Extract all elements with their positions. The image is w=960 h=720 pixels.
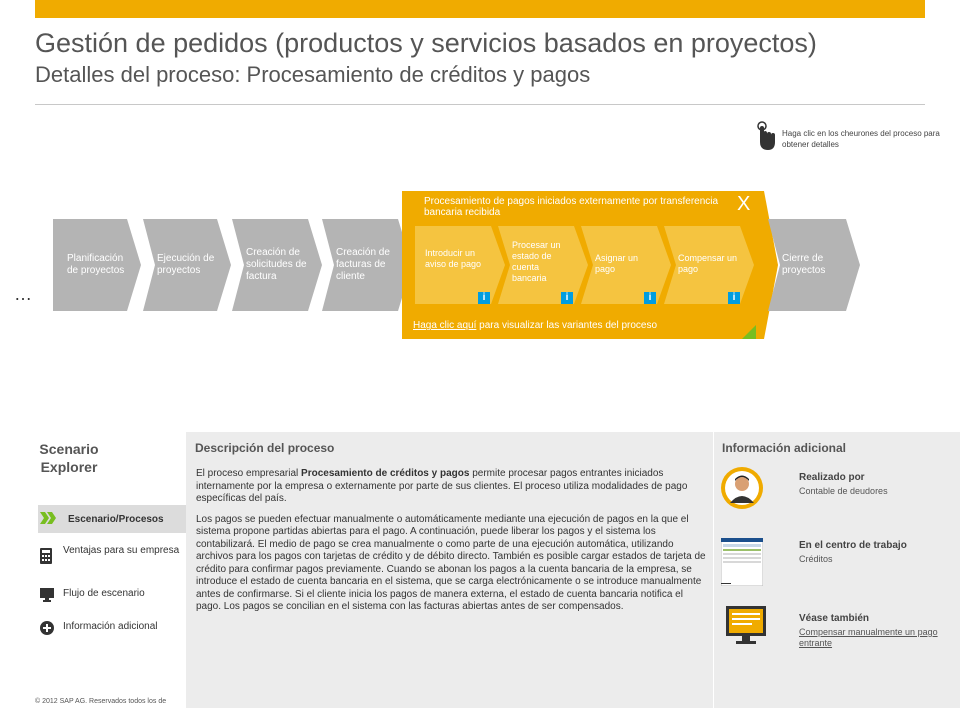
nav-label: Ventajas para su empresa [63,545,180,556]
nav-flujo-escenario[interactable]: Flujo de escenario [38,588,188,604]
nav-ventajas[interactable]: Ventajas para su empresa [38,545,188,573]
more-steps-ellipsis[interactable]: … [14,284,34,304]
work-center-screenshot-icon [721,538,763,586]
substep-asignar-pago[interactable]: Asignar un pago [581,226,671,304]
chevron-cierre[interactable]: Cierre de proyectos [768,219,860,311]
nav-label: Flujo de escenario [63,588,145,599]
expanded-process-title: Procesamiento de pagos iniciados externa… [424,196,719,218]
chevron-label: Ejecución de proyectos [157,253,215,276]
hand-pointer-icon [757,121,775,150]
substep-label: Compensar un pago [678,253,738,274]
description-process-name: Procesamiento de créditos y pagos [301,468,470,479]
top-accent-bar [35,0,925,18]
nav-label: Información adicional [63,621,158,632]
copyright-footer: © 2012 SAP AG. Reservados todos los de [35,698,167,705]
substep-label: Procesar un estado de cuenta bancaria [512,240,561,283]
description-panel [186,432,713,708]
performed-by-label: Realizado por [799,472,865,483]
substep-procesar-estado[interactable]: Procesar un estado de cuenta bancaria [498,226,588,304]
nav-informacion-adicional[interactable]: Información adicional [38,621,188,637]
description-title: Descripción del proceso [195,441,335,455]
plus-circle-icon [40,621,54,635]
page-subtitle: Detalles del proceso: Procesamiento de c… [35,62,591,87]
additional-info-title: Información adicional [722,441,847,455]
info-icon[interactable]: i [728,292,740,304]
nav-label: Escenario/Procesos [68,514,164,525]
hint-text: Haga clic en los cheurones del proceso p… [782,129,940,149]
info-icon[interactable]: i [561,292,573,304]
see-also-screen-icon [726,606,766,644]
status-marker [742,325,756,339]
chevron-ejecucion[interactable]: Ejecución de proyectos [143,219,231,311]
status-marker [217,297,231,311]
calculator-icon [40,548,52,564]
see-also-label: Véase también [799,613,870,624]
description-text: El proceso empresarial [196,468,302,479]
chevron-facturas-cliente[interactable]: Creación de facturas de cliente [322,219,412,311]
status-marker [308,297,322,311]
variants-link-row: Haga clic aquí para visualizar las varia… [413,320,657,331]
substep-label: Asignar un pago [595,253,639,274]
page-title: Gestión de pedidos (productos y servicio… [35,28,817,58]
description-paragraph: Los pagos se pueden efectuar manualmente… [196,513,706,613]
chevron-planificacion[interactable]: Planificación de proyectos [53,219,141,311]
nav-escenario-procesos[interactable]: Escenario/Procesos [38,505,188,533]
chevron-label: Creación de facturas de cliente [336,247,390,282]
info-icon[interactable]: i [478,292,490,304]
person-avatar-icon [721,467,763,509]
chevron-label: Planificación de proyectos [67,253,125,276]
description-paragraph: El proceso empresarial Procesamiento de … [196,468,706,506]
variants-link[interactable]: Haga clic aquí [413,320,477,331]
chevron-label: Cierre de proyectos [782,253,826,276]
info-icon[interactable]: i [644,292,656,304]
substep-compensar-pago[interactable]: Compensar un pago [664,226,754,304]
work-center-label: En el centro de trabajo [799,540,907,551]
performed-by-value: Contable de deudores [799,486,888,496]
work-center-value: Créditos [799,554,833,564]
description-body: El proceso empresarial Procesamiento de … [196,468,706,622]
chevron-solicitudes-factura[interactable]: Creación de solicitudes de factura [232,219,322,311]
close-button[interactable]: X [737,193,751,215]
double-chevron-icon [40,512,56,524]
title-divider [35,104,925,105]
scenario-explorer-title: Scenario Explorer [39,441,99,475]
substep-label: Introducir un aviso de pago [425,248,482,269]
substep-introducir-aviso[interactable]: Introducir un aviso de pago [415,226,505,304]
chevron-label: Creación de solicitudes de factura [246,247,307,282]
variants-link-suffix: para visualizar las variantes del proces… [476,320,658,331]
description-text: permite procesar pagos entrantes iniciad… [196,468,688,504]
see-also-link[interactable]: Compensar manualmente un pago entrante [799,627,938,648]
monitor-icon [40,588,54,602]
